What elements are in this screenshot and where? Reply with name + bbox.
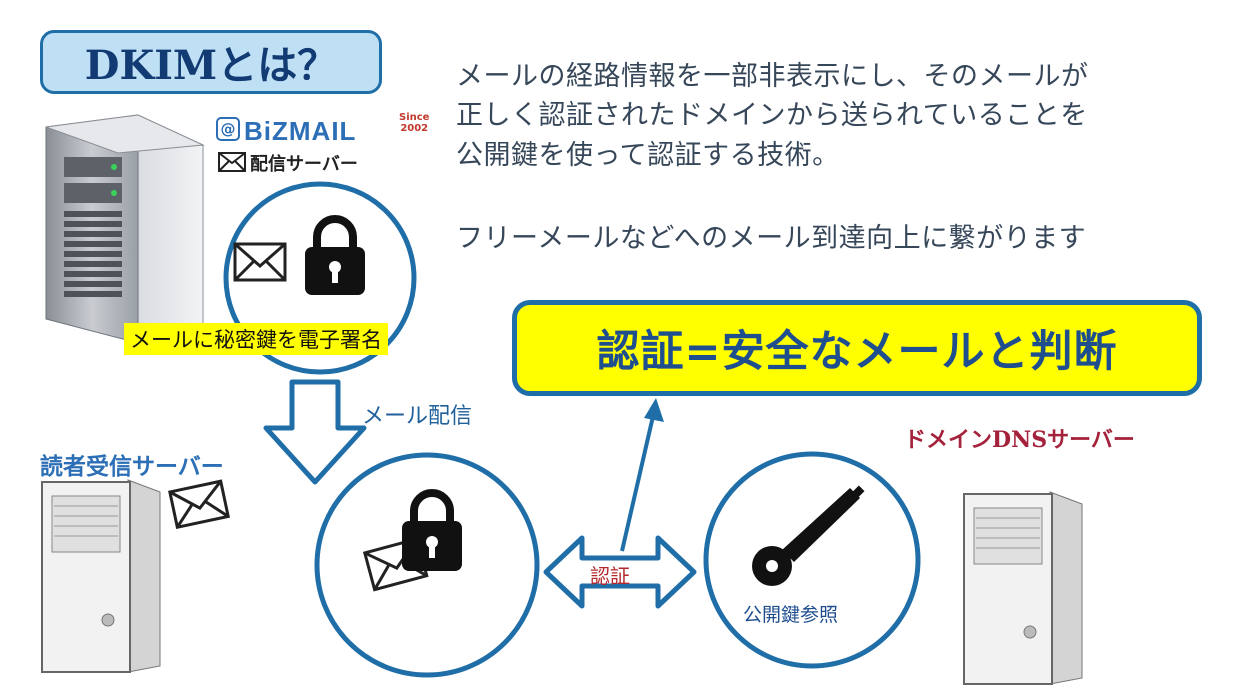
- double-arrow-icon: [543, 535, 697, 609]
- brand-name: BiZMAIL: [244, 116, 357, 146]
- envelope-icon: [233, 242, 287, 282]
- description-line-1: メールの経路情報を一部非表示にし、そのメールが: [456, 61, 1089, 92]
- down-arrow-icon: [263, 379, 367, 485]
- envelope-icon: [168, 479, 230, 529]
- public-key-circle: [703, 451, 921, 669]
- page-title: DKIMとは？: [40, 30, 382, 94]
- reader-server-label: 読者受信サーバー: [40, 454, 224, 480]
- description-line-3: 公開鍵を使って認証する技術。: [456, 140, 840, 171]
- auth-label: 認証: [590, 564, 630, 588]
- envelope-icon: [218, 152, 246, 172]
- brand-at-icon: @: [216, 117, 240, 141]
- since-year: 2002: [400, 123, 429, 134]
- reader-server-icon: [41, 479, 161, 673]
- sign-label: メールに秘密鍵を電子署名: [124, 323, 388, 355]
- dns-server-icon: [963, 491, 1083, 685]
- padlock-icon: [402, 489, 462, 571]
- key-icon: [752, 485, 865, 586]
- padlock-icon: [305, 215, 365, 295]
- result-banner: 認証=安全なメールと判断: [512, 300, 1202, 396]
- sender-server-icon: [45, 114, 205, 344]
- brand-since: Since 2002: [399, 112, 429, 134]
- send-label: メール配信: [362, 404, 473, 429]
- description-line-4: フリーメールなどへのメール到達向上に繋がります: [456, 223, 1087, 254]
- public-key-label: 公開鍵参照: [743, 604, 839, 626]
- description-line-2: 正しく認証されたドメインから送られていることを: [456, 100, 1088, 131]
- sender-server-label: 配信サーバー: [250, 154, 358, 175]
- since-label: Since: [399, 112, 430, 123]
- dns-server-label: ドメインDNSサーバー: [904, 427, 1135, 453]
- up-arrow-icon: [620, 398, 664, 552]
